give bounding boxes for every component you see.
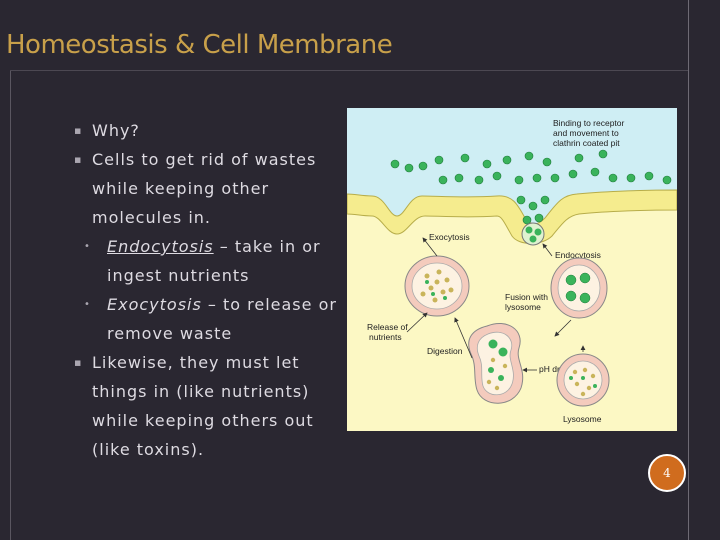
label-endocytosis: Endocytosis (555, 250, 601, 260)
left-border-line (10, 70, 11, 540)
bullet-text: Why? (92, 121, 140, 140)
diagram-svg: Binding to receptor and movement to clat… (347, 108, 677, 431)
sub-bullet-text: – to release or remove waste (107, 295, 337, 343)
arrow-release (406, 312, 428, 333)
budding-vesicle (521, 222, 545, 246)
label-ph-drop: pH drop (539, 364, 570, 374)
endocytosis-diagram: Binding to receptor and movement to clat… (347, 108, 677, 431)
slide-title: Homeostasis & Cell Membrane (6, 30, 393, 60)
arrow-endocytosis (542, 243, 553, 257)
extracellular-particles (390, 149, 672, 225)
sub-bullet-icon: • (84, 241, 91, 252)
vesicle-right (550, 257, 608, 319)
label-binding-3: clathrin coated pit (553, 138, 620, 148)
bullet-item: ▪ Why? (70, 116, 345, 145)
square-bullet-icon: ▪ (74, 153, 83, 166)
label-binding-1: Binding to receptor (553, 118, 625, 128)
label-release-2: nutrients (369, 332, 402, 342)
square-bullet-icon: ▪ (74, 356, 83, 369)
arrow-digestion (454, 317, 473, 359)
title-divider (10, 70, 688, 71)
cell-membrane (347, 189, 677, 244)
label-binding-2: and movement to (553, 128, 619, 138)
label-release-1: Release of (367, 322, 408, 332)
extracellular-area (347, 108, 677, 224)
label-fusion-1: Fusion with (505, 292, 548, 302)
page-number-badge: 4 (648, 454, 686, 492)
square-bullet-icon: ▪ (74, 124, 83, 137)
sub-bullet-icon: • (84, 299, 91, 310)
arrow-exocytosis (422, 237, 438, 257)
bullet-text: Cells to get rid of wastes while keeping… (92, 150, 317, 227)
sub-bullet-item: • Endocytosis – take in or ingest nutrie… (70, 232, 345, 290)
bullet-text: Likewise, they must let things in (like … (92, 353, 314, 459)
label-lysosome: Lysosome (563, 414, 602, 424)
bullet-list: ▪ Why? ▪ Cells to get rid of wastes whil… (70, 116, 345, 464)
vesicle-left (404, 255, 470, 317)
term-exocytosis: Exocytosis (107, 295, 202, 314)
bullet-item: ▪ Likewise, they must let things in (lik… (70, 348, 345, 464)
sub-bullet-item: • Exocytosis – to release or remove wast… (70, 290, 345, 348)
sub-bullet-text: – take in or ingest nutrients (107, 237, 321, 285)
label-digestion: Digestion (427, 346, 463, 356)
term-endocytosis: Endocytosis (107, 237, 214, 256)
label-fusion-2: lysosome (505, 302, 541, 312)
lysosome (556, 353, 610, 407)
fused-vesicle (468, 323, 524, 404)
right-border-line (688, 0, 689, 540)
arrow-fusion (554, 319, 572, 337)
label-exocytosis: Exocytosis (429, 232, 470, 242)
bullet-item: ▪ Cells to get rid of wastes while keepi… (70, 145, 345, 232)
